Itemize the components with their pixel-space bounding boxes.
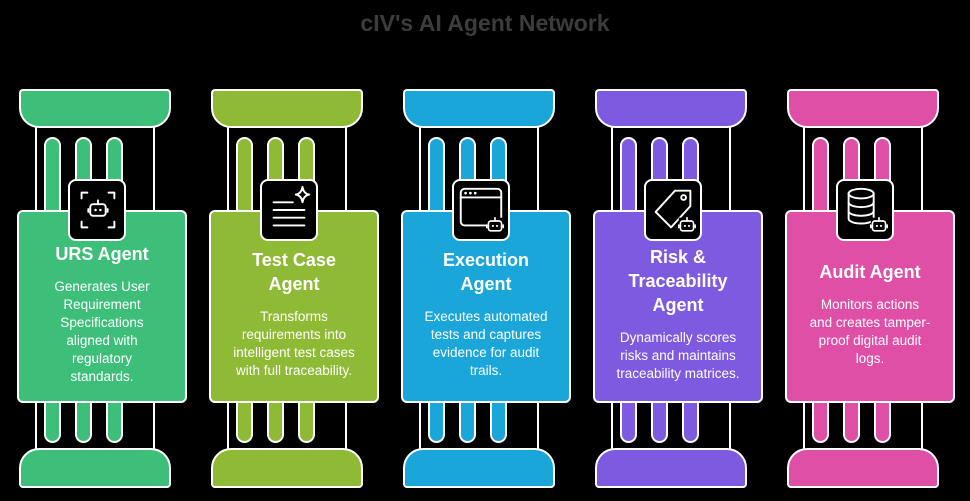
pillar-bar [75, 400, 92, 443]
page-title: cIV's AI Agent Network [360, 10, 610, 36]
pillar-bar [843, 400, 860, 443]
agent-description: evidence for audit [432, 344, 540, 360]
tag-robot-icon [654, 189, 697, 236]
agent-description: Generates User [54, 278, 150, 294]
pillar-bar [874, 400, 891, 443]
agent-description: Executes automated [424, 308, 548, 324]
agent-card [17, 210, 187, 403]
pillar-top-cap [403, 89, 555, 128]
pillar-bottom-cap [19, 448, 171, 488]
agent-description: Requirement [63, 296, 141, 312]
pillar-bar [620, 400, 637, 443]
pillar-top-frame [611, 127, 731, 211]
pillar-bar [812, 137, 829, 213]
agent-name: Agent [652, 294, 704, 315]
agent-card [593, 210, 763, 403]
agent-icon-box [452, 179, 510, 241]
agent-description: proof digital audit [818, 332, 922, 348]
agent-description: with full traceability. [235, 362, 353, 378]
pillar-bar [44, 137, 61, 213]
agent-name: Execution [442, 249, 530, 270]
robot-scan-icon [80, 191, 116, 229]
agent-description: Specifications [60, 314, 144, 330]
agent-name: URS Agent [55, 243, 149, 264]
pillar-top-cap [211, 89, 363, 128]
agent-description: Transforms [260, 308, 328, 324]
agent-description: trails. [469, 362, 503, 378]
pillar-top-cap [787, 89, 939, 128]
pillar-bar [682, 400, 699, 443]
agent-card [785, 210, 955, 403]
agent-name: Traceability [628, 270, 728, 291]
agent-description: standards. [70, 368, 134, 384]
pillar-top-frame [227, 127, 347, 211]
agent-name: Audit Agent [819, 261, 921, 282]
browser-robot-icon [459, 187, 505, 236]
pillar-top-frame [803, 127, 923, 211]
pillar-bottom-cap [211, 448, 363, 488]
pillar-top-cap [19, 89, 171, 128]
agent-description: regulatory [71, 350, 133, 366]
pillar-bar [106, 400, 123, 443]
pillar-bottom-frame [227, 401, 347, 449]
agent-icon-box [260, 179, 318, 241]
agent-description: Monitors actions [820, 296, 920, 312]
agent-description: intelligent test cases [233, 344, 355, 360]
pillar-bottom-frame [611, 401, 731, 449]
pillar-bottom-frame [803, 401, 923, 449]
pillar-bar [459, 400, 476, 443]
agent-icon-box [644, 179, 702, 241]
pillar-top-cap [595, 89, 747, 128]
agent-description: risks and maintains [620, 347, 736, 363]
pillar-bar [44, 400, 61, 443]
agent-icon-box [836, 179, 894, 241]
agent-description: traceability matrices. [616, 365, 740, 381]
agent-description: aligned with [66, 332, 138, 348]
pillar-bar [236, 137, 253, 213]
pillar-bottom-cap [595, 448, 747, 488]
agent-description: requirements into [241, 326, 347, 342]
agent-description: and creates tamper- [809, 314, 931, 330]
pillar-bar [812, 400, 829, 443]
pillar-bottom-frame [35, 401, 155, 449]
pillar-bottom-frame [419, 401, 539, 449]
agent-name: Risk & [649, 246, 707, 267]
database-robot-icon [847, 187, 889, 236]
pillar-bar [428, 137, 445, 213]
agent-card [209, 210, 379, 403]
pillar-bar [490, 400, 507, 443]
pillar-bar [267, 400, 284, 443]
pillar-bar [651, 400, 668, 443]
agent-name: Agent [268, 273, 320, 294]
document-sparkle-icon [272, 185, 311, 227]
agent-name: Test Case [252, 249, 336, 270]
agent-description: logs. [855, 350, 885, 366]
agent-description: Dynamically scores [619, 329, 737, 345]
pillar-bar [620, 137, 637, 213]
pillar-top-frame [419, 127, 539, 211]
agent-description: tests and captures [430, 326, 542, 342]
pillar-top-frame [35, 127, 155, 211]
pillar-bottom-cap [787, 448, 939, 488]
pillar-bar [236, 400, 253, 443]
pillar-bar [298, 400, 315, 443]
pillar-bottom-cap [403, 448, 555, 488]
agent-name: Agent [460, 273, 512, 294]
pillar-bar [428, 400, 445, 443]
agent-icon-box [68, 179, 126, 241]
